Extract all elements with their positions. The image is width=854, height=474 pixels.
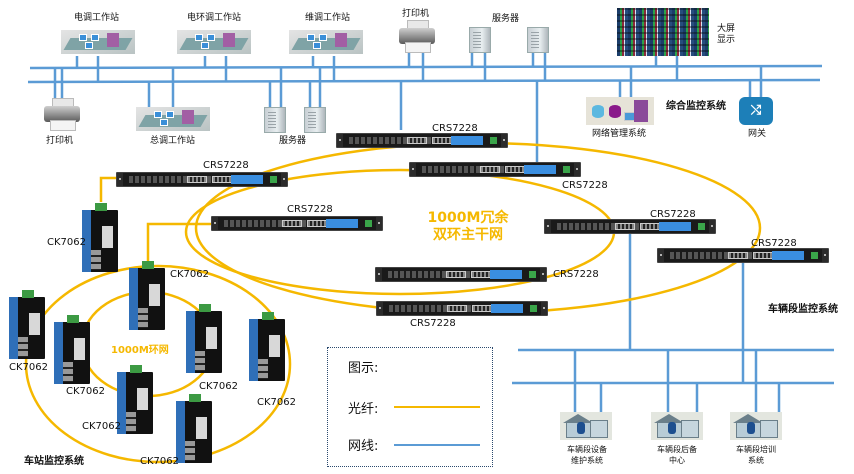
site-line1: 车辆段后备 xyxy=(657,445,697,454)
station-monitoring-label: 车站监控系统 xyxy=(24,456,84,467)
ck7062-switch-icon[interactable] xyxy=(82,203,118,272)
crs7228-switch-icon[interactable] xyxy=(544,219,716,234)
ck7062-switch-icon[interactable] xyxy=(186,304,222,373)
backbone-label-line2: 双环主干网 xyxy=(433,227,503,243)
integrated-monitoring-label: 综合监控系统 xyxy=(666,101,726,112)
crs7228-switch-icon[interactable] xyxy=(375,267,547,282)
legend-box: 图示: 光纤: 网线: xyxy=(327,347,493,467)
site-line2: 维护系统 xyxy=(571,456,603,465)
nms-label: 网络管理系统 xyxy=(592,129,647,139)
video-wall-icon[interactable] xyxy=(617,8,709,56)
ck7062-switch-icon[interactable] xyxy=(129,261,165,330)
workstation-icon[interactable] xyxy=(289,30,363,54)
workstation-label: 电环调工作站 xyxy=(187,13,242,23)
printer-icon[interactable] xyxy=(399,20,435,53)
depot-site-label: 车辆段后备 中心 xyxy=(655,444,699,466)
crs7228-switch-icon[interactable] xyxy=(336,133,508,148)
switch-label: CK7062 xyxy=(66,386,105,397)
switch-label: CRS7228 xyxy=(553,269,599,280)
server-icon[interactable] xyxy=(469,27,491,53)
workstation-label: 维调工作站 xyxy=(305,13,351,23)
depot-site-label: 车辆段培训 系统 xyxy=(734,444,778,466)
station-uplink-1 xyxy=(99,176,118,202)
backbone-ring-label: 1000M冗余 双环主干网 xyxy=(420,210,516,244)
legend-title: 图示: xyxy=(348,361,379,376)
workstation-icon[interactable] xyxy=(177,30,251,54)
legend-fiber-swatch xyxy=(394,406,480,408)
site-line2: 系统 xyxy=(748,456,764,465)
switch-label: CRS7228 xyxy=(432,123,478,134)
site-line2: 中心 xyxy=(669,456,685,465)
workstation-label: 总调工作站 xyxy=(150,136,196,146)
gateway-icon[interactable]: ⤭ xyxy=(739,97,773,125)
crs7228-switch-icon[interactable] xyxy=(376,301,548,316)
workstation-icon[interactable] xyxy=(61,30,135,54)
site-line1: 车辆段培训 xyxy=(736,445,776,454)
ck7062-switch-icon[interactable] xyxy=(249,312,285,381)
legend-ethernet-label: 网线: xyxy=(348,439,379,454)
crs7228-switch-icon[interactable] xyxy=(409,162,581,177)
depot-site-label: 车辆段设备 维护系统 xyxy=(565,444,609,466)
legend-fiber-label: 光纤: xyxy=(348,402,379,417)
building-icon[interactable] xyxy=(651,412,703,440)
workstation-icon[interactable] xyxy=(136,107,210,131)
ck7062-switch-icon[interactable] xyxy=(9,290,45,359)
building-icon[interactable] xyxy=(730,412,782,440)
switch-label: CK7062 xyxy=(47,237,86,248)
switch-label: CK7062 xyxy=(140,456,179,467)
gateway-glyph: ⤭ xyxy=(750,103,762,118)
crs7228-switch-icon[interactable] xyxy=(211,216,383,231)
station-ring-label: 1000M环网 xyxy=(111,345,169,356)
server-icon[interactable] xyxy=(304,107,326,133)
server-label: 服务器 xyxy=(492,14,520,24)
switch-label: CRS7228 xyxy=(410,318,456,329)
printer-label: 打印机 xyxy=(402,9,430,19)
legend-ethernet-swatch xyxy=(394,444,480,446)
switch-label: CRS7228 xyxy=(650,209,696,220)
switch-label: CK7062 xyxy=(257,397,296,408)
site-line1: 车辆段设备 xyxy=(567,445,607,454)
switch-label: CK7062 xyxy=(9,362,48,373)
switch-label: CK7062 xyxy=(170,269,209,280)
switch-label: CK7062 xyxy=(199,381,238,392)
station-uplink-2 xyxy=(146,222,215,262)
server-label: 服务器 xyxy=(279,136,307,146)
printer-icon[interactable] xyxy=(44,98,80,131)
switch-label: CK7062 xyxy=(82,421,121,432)
switch-label: CRS7228 xyxy=(203,160,249,171)
ck7062-switch-icon[interactable] xyxy=(176,394,212,463)
crs7228-switch-icon[interactable] xyxy=(116,172,288,187)
ck7062-switch-icon[interactable] xyxy=(117,365,153,434)
server-icon[interactable] xyxy=(264,107,286,133)
backbone-label-line1: 1000M冗余 xyxy=(427,210,509,226)
server-icon[interactable] xyxy=(527,27,549,53)
big-screen-label-1: 大屏 xyxy=(717,24,736,34)
top-bus-2 xyxy=(27,78,821,84)
top-bus-1 xyxy=(29,64,823,70)
workstation-label: 电调工作站 xyxy=(74,13,120,23)
depot-monitoring-label: 车辆段监控系统 xyxy=(768,304,838,315)
switch-label: CRS7228 xyxy=(751,238,797,249)
gateway-label: 网关 xyxy=(748,129,767,139)
station-outer-ring xyxy=(24,264,292,464)
building-icon[interactable] xyxy=(560,412,612,440)
printer-label: 打印机 xyxy=(46,136,74,146)
switch-label: CRS7228 xyxy=(562,180,608,191)
ck7062-switch-icon[interactable] xyxy=(54,315,90,384)
crs7228-switch-icon[interactable] xyxy=(657,248,829,263)
switch-label: CRS7228 xyxy=(287,204,333,215)
big-screen-label-2: 显示 xyxy=(717,35,736,45)
network-management-icon[interactable] xyxy=(586,97,654,125)
